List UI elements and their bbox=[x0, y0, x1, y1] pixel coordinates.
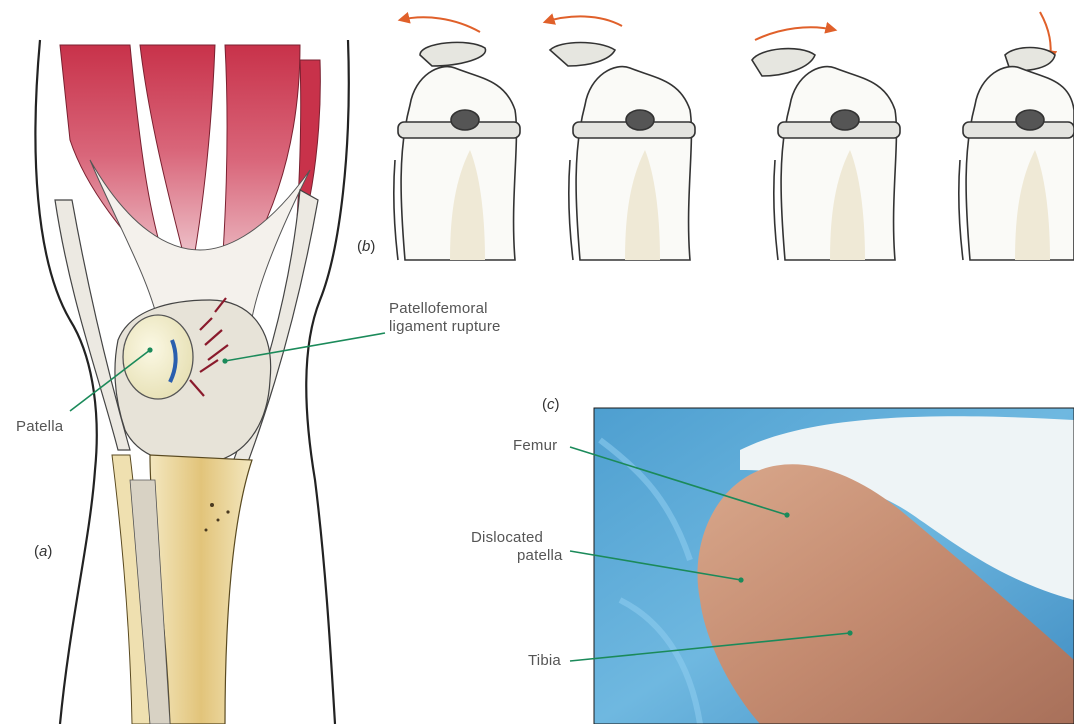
leader-dot-tibia bbox=[847, 630, 852, 635]
label-dislocated-line1: Dislocated bbox=[471, 529, 543, 546]
panel-label-a: (a) bbox=[34, 543, 52, 560]
label-dislocated-line2: patella bbox=[517, 547, 563, 564]
panel-label-c: (c) bbox=[542, 396, 560, 413]
label-femur: Femur bbox=[513, 437, 557, 454]
leader-dot-dislocated-patella bbox=[738, 577, 743, 582]
leader-dot-femur bbox=[784, 512, 789, 517]
label-patella: Patella bbox=[16, 418, 63, 435]
label-patellofemoral-line1: Patellofemoral bbox=[389, 300, 488, 317]
label-tibia: Tibia bbox=[528, 652, 561, 669]
label-patellofemoral-line2: ligament rupture bbox=[389, 318, 501, 335]
panel-label-b: (b) bbox=[357, 238, 375, 255]
